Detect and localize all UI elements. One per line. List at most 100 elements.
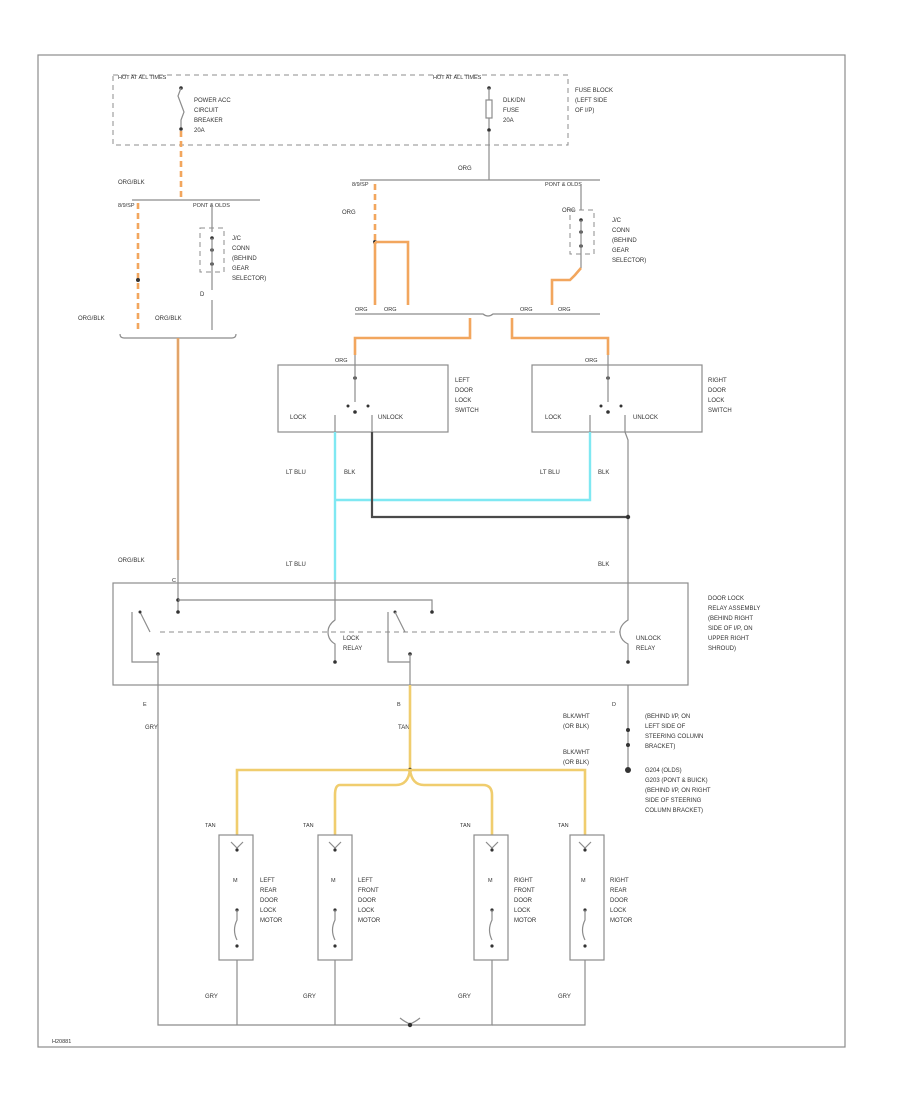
relay-desc-4: SIDE OF I/P, ON: [708, 626, 753, 632]
motor3-name-2: FRONT: [514, 888, 535, 894]
motor1-name-5: MOTOR: [260, 918, 283, 924]
fuse-label-2: FUSE: [503, 108, 519, 114]
motor3-name-3: DOOR: [514, 898, 533, 904]
wire-orgblk-top-label: ORG/BLK: [118, 180, 145, 186]
left-switch-wire-label: ORG: [335, 358, 348, 364]
right-jc-5: SELECTOR): [612, 258, 646, 264]
relay-pin-e: E: [143, 702, 147, 708]
blk-left-label: BLK: [344, 470, 355, 476]
wire-orgblk-left-label: ORG/BLK: [78, 316, 105, 322]
fuse-block-location-3: OF I/P): [575, 108, 594, 114]
fuse-block-location-2: (LEFT SIDE: [575, 98, 607, 104]
breaker-label-3: BREAKER: [194, 118, 223, 124]
lt-blu-right-label: LT BLU: [540, 470, 560, 476]
ground-note-5: G204 (OLDS): [645, 768, 682, 774]
bus-org-label-2: ORG: [384, 307, 397, 313]
motor1-pin: M: [233, 878, 238, 884]
ground-points: BLK/WHT (OR BLK) BLK/WHT (OR BLK) (BEHIN…: [563, 714, 711, 814]
relay-pin-c: C: [172, 578, 176, 584]
left-feed-branch: ORG/BLK 8/9/SP PONT & OLDS J/C CONN (BEH…: [78, 131, 266, 560]
left-switch-lock-label: LOCK: [290, 415, 306, 421]
bus-org-label-1: ORG: [355, 307, 368, 313]
right-feed-branch: ORG 8/9/SP PONT & OLDS ORG ORG J/C CONN …: [342, 132, 646, 355]
right-branch-label-8: 8/9/SP: [352, 182, 369, 188]
motor-right-front: TAN M RIGHT FRONT DOOR LOCK MOTOR GRY: [410, 823, 537, 1026]
motor2-wire-bottom: GRY: [303, 994, 316, 1000]
ground-wire1-line1: BLK/WHT: [563, 714, 590, 720]
wire-org-top-label: ORG: [458, 166, 472, 172]
motor4-pin: M: [581, 878, 586, 884]
motor3-name-1: RIGHT: [514, 878, 533, 884]
right-jc-3: (BEHIND: [612, 238, 637, 244]
gry-wire-label: GRY: [145, 725, 158, 731]
tan-wire-label: TAN: [398, 725, 410, 731]
bus-org-label-4: ORG: [558, 307, 571, 313]
motor3-wire-top: TAN: [460, 823, 471, 829]
motor2-pin: M: [331, 878, 336, 884]
left-switch-name-2: DOOR: [455, 388, 474, 394]
motor4-name-4: LOCK: [610, 908, 626, 914]
left-jc-1: J/C: [232, 236, 242, 242]
motor-left-rear: TAN M LEFT REAR DOOR LOCK MOTOR GRY: [205, 823, 283, 1025]
fuse-block-location-1: FUSE BLOCK: [575, 88, 613, 94]
lock-relay-label-2: RELAY: [343, 646, 362, 652]
relay-desc-1: DOOR LOCK: [708, 596, 744, 602]
motor4-name-5: MOTOR: [610, 918, 633, 924]
ground-wire2-line2: (OR BLK): [563, 760, 589, 766]
breaker-label-4: 20A: [194, 128, 205, 134]
right-switch-name-3: LOCK: [708, 398, 724, 404]
diagram-border: [37, 54, 846, 1048]
left-switch-name-1: LEFT: [455, 378, 470, 384]
breaker-label-1: POWER ACC: [194, 98, 231, 104]
motor2-name-4: LOCK: [358, 908, 374, 914]
ground-wire1-line2: (OR BLK): [563, 724, 589, 730]
org-blk-relay-label: ORG/BLK: [118, 558, 145, 564]
right-switch-wire-label: ORG: [585, 358, 598, 364]
relay-desc-3: (BEHIND RIGHT: [708, 616, 753, 622]
fuse-label-3: 20A: [503, 118, 514, 124]
motor2-name-5: MOTOR: [358, 918, 381, 924]
ground-note-9: COLUMN BRACKET): [645, 808, 703, 814]
motor3-name-5: MOTOR: [514, 918, 537, 924]
motor3-name-4: LOCK: [514, 908, 530, 914]
motor1-name-3: DOOR: [260, 898, 279, 904]
motor1-name-1: LEFT: [260, 878, 275, 884]
left-jc-5: SELECTOR): [232, 276, 266, 282]
lt-blu-relay-label: LT BLU: [286, 562, 306, 568]
motor1-name-4: LOCK: [260, 908, 276, 914]
right-jc-4: GEAR: [612, 248, 630, 254]
blk-relay-label: BLK: [598, 562, 609, 568]
left-pin-d: D: [200, 292, 205, 298]
left-jc-3: (BEHIND: [232, 256, 257, 262]
right-jc-1: J/C: [612, 218, 622, 224]
right-switch-name-1: RIGHT: [708, 378, 727, 384]
relay-desc-5: UPPER RIGHT: [708, 636, 749, 642]
ground-note-4: BRACKET): [645, 744, 675, 750]
motor2-name-3: DOOR: [358, 898, 377, 904]
relay-desc-6: SHROUD): [708, 646, 736, 652]
motor4-name-1: RIGHT: [610, 878, 629, 884]
motor2-name-1: LEFT: [358, 878, 373, 884]
motor1-wire-top: TAN: [205, 823, 216, 829]
wire-org-left-label: ORG: [342, 210, 356, 216]
hot-at-all-times-left: HOT AT ALL TIMES: [118, 75, 167, 81]
motor-right-rear: TAN M RIGHT REAR DOOR LOCK MOTOR GRY: [492, 823, 633, 1026]
breaker-label-2: CIRCUIT: [194, 108, 219, 114]
left-switch-name-4: SWITCH: [455, 408, 479, 414]
ground-note-2: LEFT SIDE OF: [645, 724, 686, 730]
motor4-name-2: REAR: [610, 888, 627, 894]
fuse-block: HOT AT ALL TIMES HOT AT ALL TIMES POWER …: [112, 74, 613, 146]
fuse-label-1: DLK/DN: [503, 98, 525, 104]
motor-left-front: TAN M LEFT FRONT DOOR LOCK MOTOR GRY: [303, 823, 381, 1025]
relay-output-wires: E GRY B TAN D: [143, 685, 631, 1026]
motor3-pin: M: [488, 878, 493, 884]
ground-note-8: SIDE OF STEERING: [645, 798, 702, 804]
door-lock-relay-assembly: LOCK RELAY UNLOCK RELAY DOOR LOCK RELAY …: [112, 560, 760, 686]
ground-note-7: (BEHIND I/P, ON RIGHT: [645, 788, 711, 794]
right-switch-lock-label: LOCK: [545, 415, 561, 421]
relay-desc-2: RELAY ASSEMBLY: [708, 606, 760, 612]
motor3-wire-bottom: GRY: [458, 994, 471, 1000]
lt-blu-left-label: LT BLU: [286, 470, 306, 476]
right-door-lock-switch: ORG LOCK UNLOCK RIGHT DOOR LOCK SWITCH: [531, 355, 732, 433]
